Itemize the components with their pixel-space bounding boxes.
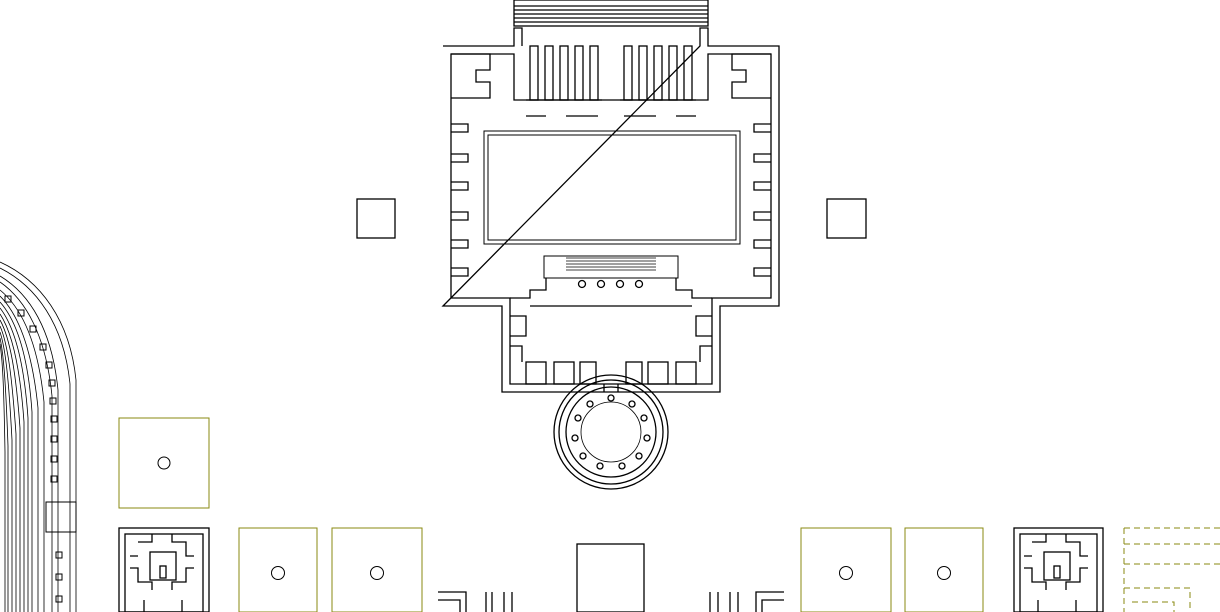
rotunda — [553, 374, 669, 490]
lower-columns-circles — [577, 279, 644, 289]
stadium-seat-blocks — [4, 295, 77, 603]
bottom-center-square — [576, 543, 645, 612]
top-right-columns — [620, 45, 696, 101]
bottom-left-building — [118, 527, 210, 612]
lower-steps — [543, 255, 679, 279]
curved-stadium — [0, 261, 77, 612]
lower-room-row — [510, 315, 712, 385]
bottom-right-building — [1013, 527, 1104, 612]
olive-square-left-2 — [331, 527, 423, 612]
olive-square-right-2 — [904, 527, 984, 612]
bottom-stair-fragments — [438, 591, 784, 612]
left-side-niches — [451, 123, 469, 277]
olive-square-left-1 — [238, 527, 318, 612]
top-left-columns — [526, 45, 602, 101]
pavilion-left — [356, 198, 396, 239]
main-building-outline — [441, 27, 780, 393]
olive-square-right-1 — [800, 527, 892, 612]
main-building-inner-wall — [450, 53, 772, 385]
central-hall — [483, 130, 741, 245]
pavilion-right — [826, 198, 867, 239]
olive-dashed-structure — [1123, 527, 1220, 612]
corner-room-top-left — [451, 53, 491, 99]
top-staircase — [513, 0, 709, 27]
right-side-niches — [753, 123, 771, 277]
olive-square-left-upper — [118, 417, 210, 509]
corner-room-top-right — [731, 53, 771, 99]
